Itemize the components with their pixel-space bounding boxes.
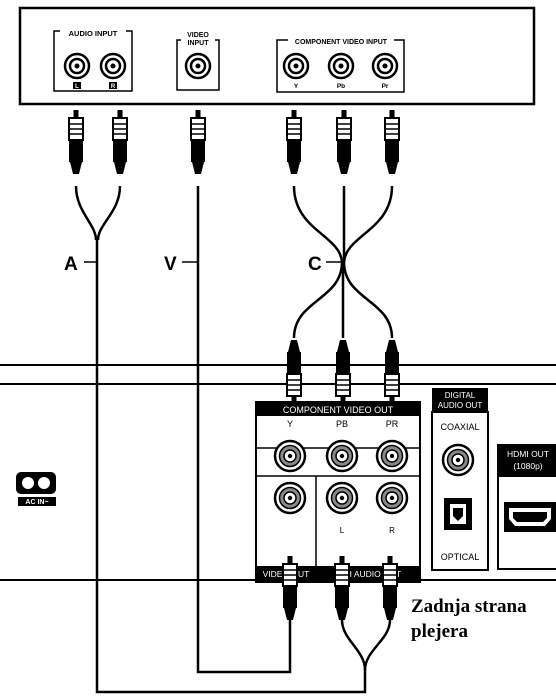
hdmi-label-line1: HDMI OUT [507, 449, 549, 459]
tv-comp-pb-jack[interactable] [327, 52, 355, 80]
player-audio-out-r-jack[interactable] [375, 481, 409, 515]
tv-audio-l-label: L [75, 84, 79, 90]
component-cable-pr-bottom [342, 261, 394, 339]
plug-tv-comp-pb[interactable] [336, 109, 352, 175]
tv-comp-pb-label: Pb [337, 83, 345, 90]
optical-jack[interactable] [444, 498, 472, 530]
optical-label: OPTICAL [441, 552, 480, 562]
tv-component-input-label: COMPONENT VIDEO INPUT [295, 39, 388, 46]
player-comp-pb-jack[interactable] [325, 439, 359, 473]
tv-video-input-group: VIDEO INPUT [176, 30, 220, 91]
tv-video-input-label-line1: VIDEO [187, 32, 209, 39]
tv-audio-l-jack[interactable] [63, 52, 91, 80]
audio-cable-l-top [74, 185, 98, 241]
plug-tv-audio-l[interactable] [68, 109, 84, 175]
player-audio-out-r-label: R [389, 526, 395, 535]
player-comp-y-jack[interactable] [273, 439, 307, 473]
coaxial-label: COAXIAL [440, 422, 479, 432]
player-audio-out-label: 2CH AUDIO OUT [335, 569, 401, 579]
plug-tv-audio-r[interactable] [112, 109, 128, 175]
ac-in-label: AC IN~ [25, 499, 48, 506]
tv-comp-pr-label: Pr [382, 83, 389, 90]
tv-comp-pr-jack[interactable] [371, 52, 399, 80]
plug-player-audio-l[interactable] [334, 555, 350, 621]
player-rear-panel: AC IN~ COMPONENT VIDEO OUT Y PB PR L R V… [0, 364, 556, 583]
cable-label-v: V [164, 254, 177, 275]
tv-audio-input-label: AUDIO INPUT [69, 29, 118, 38]
audio-cable-r-top [96, 185, 122, 241]
tv-panel: AUDIO INPUT L R VIDEO INPUT COMPONENT VI… [18, 6, 536, 106]
player-audio-out-l-label: L [340, 526, 345, 535]
plug-player-video-out[interactable] [282, 555, 298, 621]
caption-line1: Zadnja strana [411, 596, 527, 617]
hdmi-label-line2: (1080p) [513, 461, 542, 471]
audio-cable-l-bottom [340, 619, 367, 671]
player-audio-out-l-jack[interactable] [325, 481, 359, 515]
tv-comp-y-label: Y [294, 83, 299, 90]
tv-video-jack[interactable] [184, 52, 212, 80]
tv-video-input-label-line2: INPUT [188, 40, 210, 47]
component-cable-y-top [292, 185, 344, 263]
plug-player-audio-r[interactable] [382, 555, 398, 621]
plug-player-comp-y[interactable] [286, 339, 302, 405]
cables [74, 185, 394, 694]
tv-comp-y-jack[interactable] [282, 52, 310, 80]
ac-in-socket[interactable]: AC IN~ [16, 472, 56, 506]
coaxial-jack[interactable] [441, 443, 475, 477]
plug-player-comp-pb[interactable] [335, 339, 351, 405]
player-video-out-jack[interactable] [273, 481, 307, 515]
tv-side-plugs [68, 109, 400, 175]
component-cable-pr-top [342, 185, 394, 263]
player-digital-audio-group: DIGITAL AUDIO OUT COAXIAL OPTICAL [431, 388, 489, 571]
cable-label-c: C [308, 254, 322, 275]
player-comp-pr-jack[interactable] [375, 439, 409, 473]
player-out-pb-label: PB [336, 419, 348, 429]
player-component-out-label: COMPONENT VIDEO OUT [283, 405, 394, 415]
tv-audio-r-jack[interactable] [99, 52, 127, 80]
tv-audio-input-group: AUDIO INPUT L R [53, 28, 133, 92]
plug-player-comp-pr[interactable] [384, 339, 400, 405]
cable-label-a: A [64, 254, 78, 275]
player-out-y-label: Y [287, 419, 293, 429]
tv-audio-r-label: R [111, 84, 116, 90]
caption-line2: plejera [411, 621, 468, 642]
player-component-out-group: COMPONENT VIDEO OUT Y PB PR L R VIDEO OU… [255, 401, 421, 583]
video-cable [196, 186, 292, 674]
audio-cable-r-bottom [363, 619, 392, 671]
digital-audio-label-line1: DIGITAL [445, 391, 476, 400]
digital-audio-label-line2: AUDIO OUT [438, 401, 483, 410]
player-hdmi-group: HDMI OUT (1080p) [497, 444, 556, 570]
plug-tv-comp-pr[interactable] [384, 109, 400, 175]
tv-component-input-group: COMPONENT VIDEO INPUT Y Pb Pr [276, 36, 405, 93]
component-cable-y-bottom [292, 261, 344, 339]
player-out-pr-label: PR [386, 419, 399, 429]
plug-tv-comp-y[interactable] [286, 109, 302, 175]
audio-cable-long-run [95, 240, 367, 694]
plug-tv-video[interactable] [190, 109, 206, 175]
hdmi-port[interactable] [504, 502, 556, 532]
